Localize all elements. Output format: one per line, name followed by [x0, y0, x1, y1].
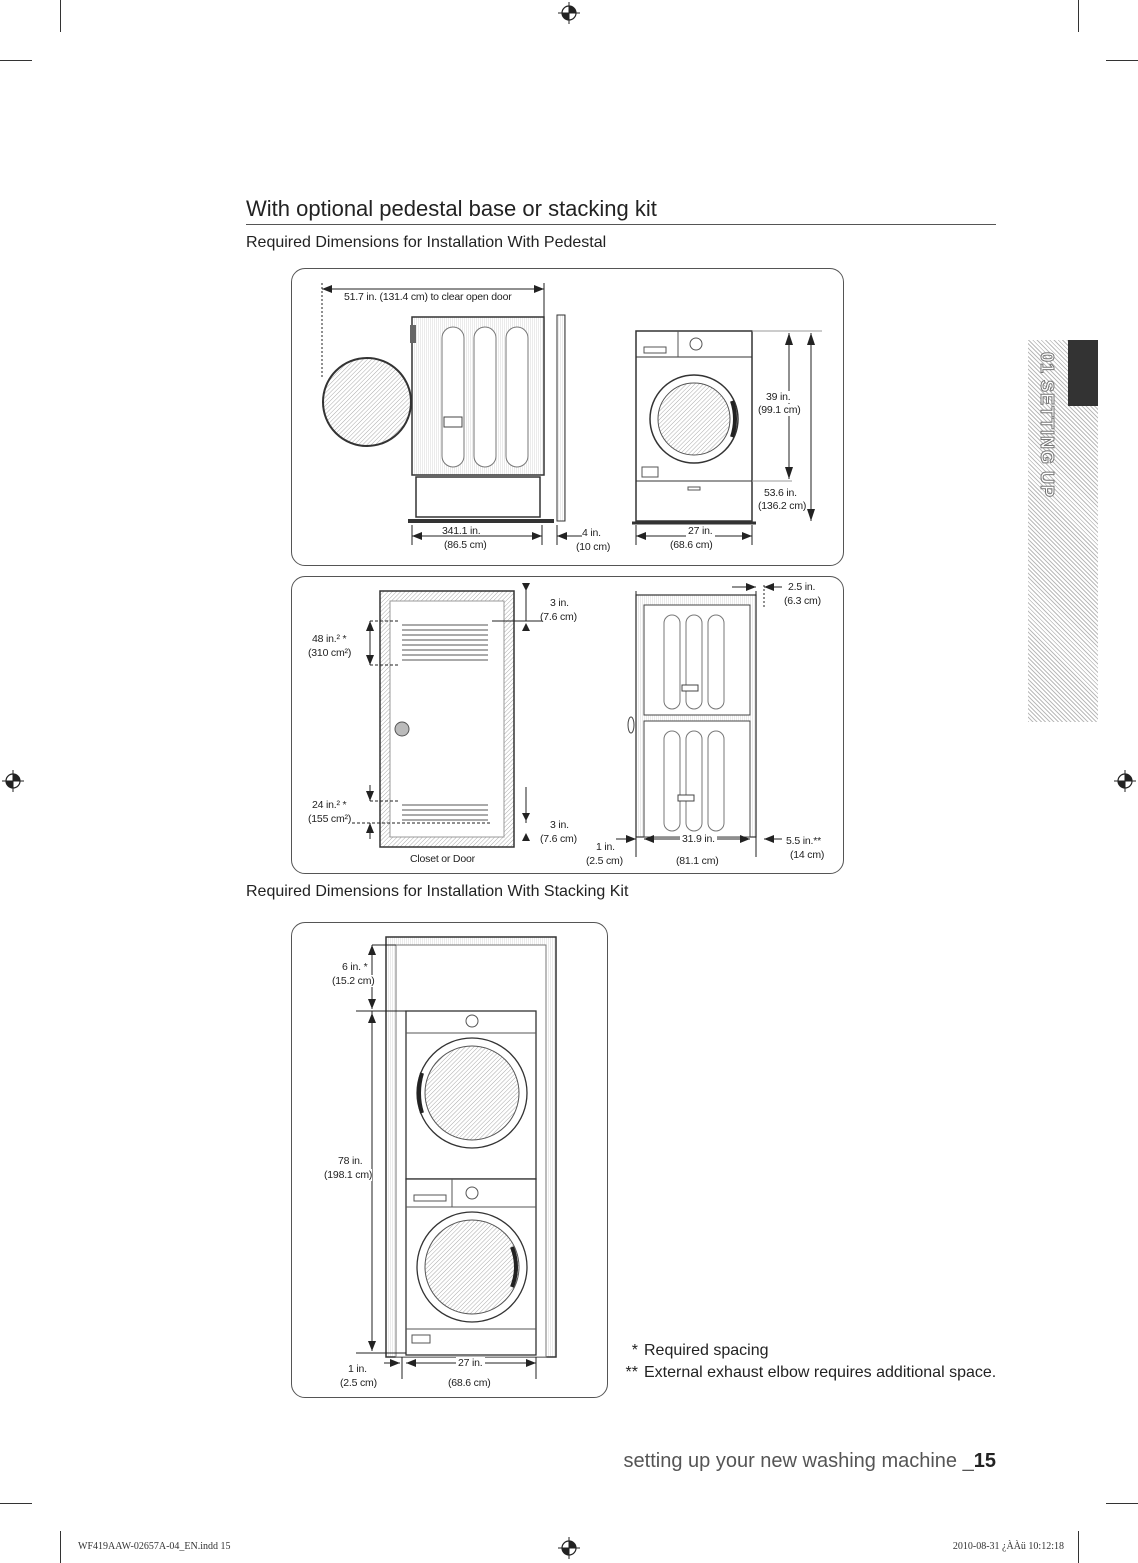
footnote-text: Required spacing — [644, 1342, 769, 1359]
crop-mark — [0, 1503, 32, 1504]
door-clearance-label: 51.7 in. (131.4 cm) to clear open door — [344, 291, 512, 303]
side-left-in-label: 1 in. — [596, 841, 615, 853]
crop-mark — [1078, 1531, 1079, 1563]
closet-door-label: Closet or Door — [410, 853, 475, 865]
chapter-tab: 01 SETTING UP — [1028, 340, 1098, 722]
footnote-item: ** External exhaust elbow requires addit… — [620, 1362, 1000, 1384]
height-in-label: 78 in. — [338, 1155, 363, 1167]
bottom-vent-area-cm-label: (155 cm²) — [308, 813, 352, 825]
height-in-label: 39 in. — [766, 391, 791, 403]
bottom-gap-in-label: 3 in. — [550, 819, 569, 831]
registration-mark-icon — [558, 1537, 580, 1559]
depth-cm-label: (86.5 cm) — [444, 539, 487, 551]
chapter-tab-label: 01 SETTING UP — [1037, 351, 1058, 499]
side-top-in-label: 2.5 in. — [788, 581, 816, 593]
chapter-tab-marker — [1068, 340, 1098, 406]
side-in-label: 1 in. — [348, 1363, 367, 1375]
top-vent-area-cm-label: (310 cm²) — [308, 647, 352, 659]
stacking-heading: Required Dimensions for Installation Wit… — [246, 883, 629, 900]
inner-width-cm-label: (81.1 cm) — [676, 855, 719, 867]
pedestal-side-front-diagram: 51.7 in. (131.4 cm) to clear open door 3… — [291, 268, 844, 566]
crop-mark — [1106, 60, 1138, 61]
depth-in-label: 341.1 in. — [442, 525, 481, 537]
height-cm-label: (99.1 cm) — [758, 404, 801, 416]
print-file-info: WF419AAW-02657A-04_EN.indd 15 — [78, 1541, 231, 1552]
pedestal-closet-diagram: 48 in.² * (310 cm²) 24 in.² * (155 cm²) … — [291, 576, 844, 874]
registration-mark-icon — [1114, 770, 1136, 792]
crop-mark — [1078, 0, 1079, 32]
pedestal-heading: Required Dimensions for Installation Wit… — [246, 234, 607, 251]
print-date-info: 2010-08-31 ¿ÀÀü 10:12:18 — [952, 1541, 1064, 1552]
registration-mark-icon — [2, 770, 24, 792]
crop-mark — [60, 1531, 61, 1563]
rear-gap-cm-label: (14 cm) — [790, 849, 825, 861]
crop-mark — [60, 0, 61, 32]
top-gap-in-label: 3 in. — [550, 597, 569, 609]
footer-text: setting up your new washing machine _ — [623, 1450, 974, 1472]
top-gap-cm-label: (15.2 cm) — [332, 975, 375, 987]
side-left-cm-label: (2.5 cm) — [586, 855, 623, 867]
side-cm-label: (2.5 cm) — [340, 1377, 377, 1389]
footnote-item: * Required spacing — [620, 1340, 1000, 1362]
page-footer: setting up your new washing machine _15 — [624, 1450, 996, 1473]
top-gap-in-label: 6 in. * — [342, 961, 368, 973]
footnote-text: External exhaust elbow requires addition… — [644, 1364, 997, 1381]
footnote-mark: ** — [625, 1364, 638, 1381]
width-in-label: 27 in. — [456, 1357, 485, 1369]
crop-mark — [1106, 1503, 1138, 1504]
bottom-vent-area-in-label: 24 in.² * — [312, 799, 347, 811]
crop-mark — [0, 60, 32, 61]
top-vent-area-in-label: 48 in.² * — [312, 633, 347, 645]
height-cm-label: (198.1 cm) — [324, 1169, 373, 1181]
footnote-mark: * — [631, 1342, 638, 1359]
bottom-gap-cm-label: (7.6 cm) — [540, 833, 577, 845]
page-number: 15 — [973, 1450, 996, 1472]
rear-cm-label: (10 cm) — [576, 541, 611, 553]
footnotes: * Required spacing ** External exhaust e… — [620, 1340, 1000, 1384]
width-cm-label: (68.6 cm) — [448, 1377, 491, 1389]
width-cm-label: (68.6 cm) — [670, 539, 713, 551]
rear-gap-in-label: 5.5 in.** — [786, 835, 821, 847]
top-gap-cm-label: (7.6 cm) — [540, 611, 577, 623]
total-height-cm-label: (136.2 cm) — [758, 500, 807, 512]
section-title: With optional pedestal base or stacking … — [246, 196, 996, 225]
pedestal-side-front-drawing — [321, 283, 822, 545]
rear-in-label: 4 in. — [582, 527, 601, 539]
total-height-in-label: 53.6 in. — [764, 487, 797, 499]
width-in-label: 27 in. — [686, 525, 715, 537]
inner-width-in-label: 31.9 in. — [680, 833, 717, 845]
side-top-cm-label: (6.3 cm) — [784, 595, 821, 607]
stacking-kit-diagram: 6 in. * (15.2 cm) 78 in. (198.1 cm) 1 in… — [291, 922, 608, 1398]
pedestal-closet-drawing — [352, 583, 782, 857]
registration-mark-icon — [558, 2, 580, 24]
